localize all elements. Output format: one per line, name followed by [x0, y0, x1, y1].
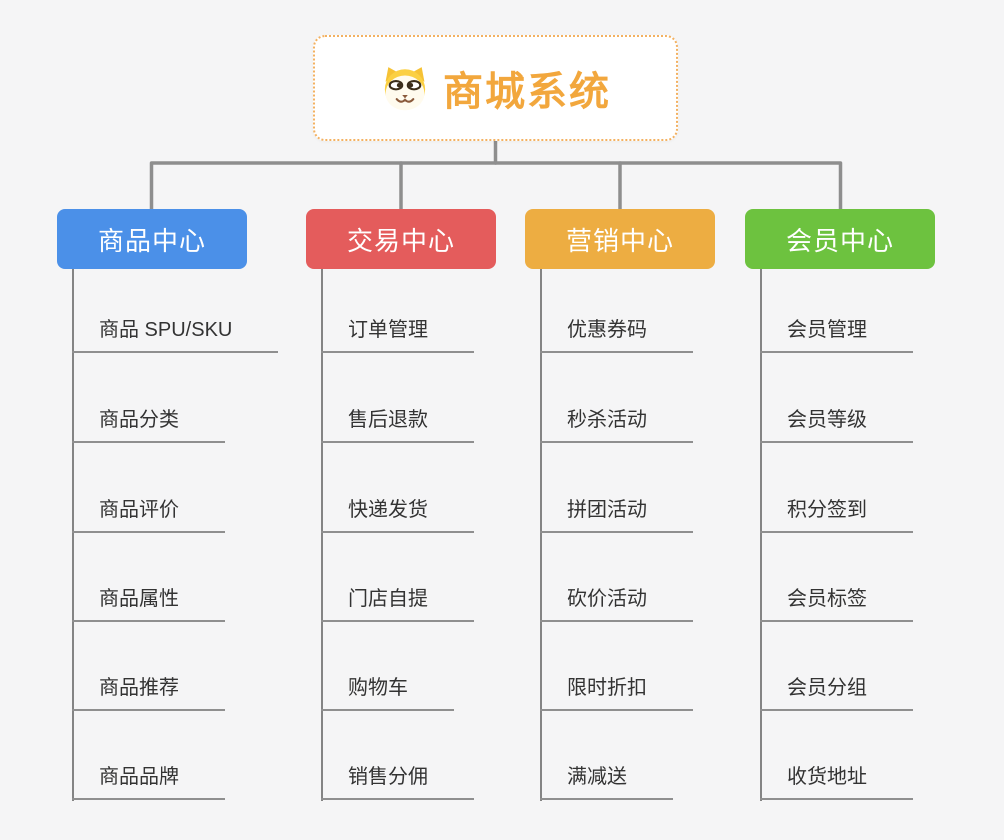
- leaf-node[interactable]: 订单管理: [321, 318, 474, 353]
- leaf-node[interactable]: 拼团活动: [540, 498, 693, 533]
- leaf-node[interactable]: 商品品牌: [72, 765, 225, 800]
- leaf-node[interactable]: 商品 SPU/SKU: [72, 318, 279, 353]
- column-line-member-center: [760, 269, 762, 801]
- branch-label: 商品中心: [97, 225, 206, 256]
- leaf-node[interactable]: 快递发货: [321, 498, 474, 533]
- leaf-node[interactable]: 商品评价: [72, 498, 225, 533]
- branch-node-product-center[interactable]: 商品中心: [57, 209, 247, 269]
- column-line-product-center: [72, 269, 74, 801]
- leaf-node[interactable]: 会员管理: [760, 318, 913, 353]
- branch-label: 交易中心: [346, 225, 455, 256]
- leaf-node[interactable]: 商品属性: [72, 587, 225, 622]
- branch-node-marketing-center[interactable]: 营销中心: [525, 209, 715, 269]
- branch-label: 营销中心: [565, 225, 674, 256]
- branch-label: 会员中心: [785, 225, 894, 256]
- branch-rail-line: [149, 161, 843, 212]
- leaf-node[interactable]: 购物车: [321, 676, 454, 711]
- root-label: 商城系统: [443, 70, 611, 114]
- branch-node-trade-center[interactable]: 交易中心: [306, 209, 496, 269]
- leaf-node[interactable]: 商品分类: [72, 408, 225, 443]
- dog-face-icon: [380, 64, 430, 112]
- column-line-marketing-center: [540, 269, 542, 801]
- leaf-node[interactable]: 售后退款: [321, 408, 474, 443]
- leaf-node[interactable]: 会员分组: [760, 676, 913, 711]
- leaf-node[interactable]: 积分签到: [760, 498, 913, 533]
- leaf-node[interactable]: 会员标签: [760, 587, 913, 622]
- leaf-node[interactable]: 销售分佣: [321, 765, 474, 800]
- leaf-node[interactable]: 秒杀活动: [540, 408, 693, 443]
- leaf-node[interactable]: 会员等级: [760, 408, 913, 443]
- column-line-trade-center: [321, 269, 323, 801]
- branch-node-member-center[interactable]: 会员中心: [745, 209, 935, 269]
- leaf-node[interactable]: 门店自提: [321, 587, 474, 622]
- leaf-node[interactable]: 砍价活动: [540, 587, 693, 622]
- leaf-node[interactable]: 满减送: [540, 765, 673, 800]
- leaf-node[interactable]: 收货地址: [760, 765, 913, 800]
- leaf-node[interactable]: 限时折扣: [540, 676, 693, 711]
- root-node[interactable]: 商城系统: [313, 35, 678, 141]
- connector-group: [149, 138, 843, 212]
- leaf-node[interactable]: 商品推荐: [72, 676, 225, 711]
- leaf-node[interactable]: 优惠券码: [540, 318, 693, 353]
